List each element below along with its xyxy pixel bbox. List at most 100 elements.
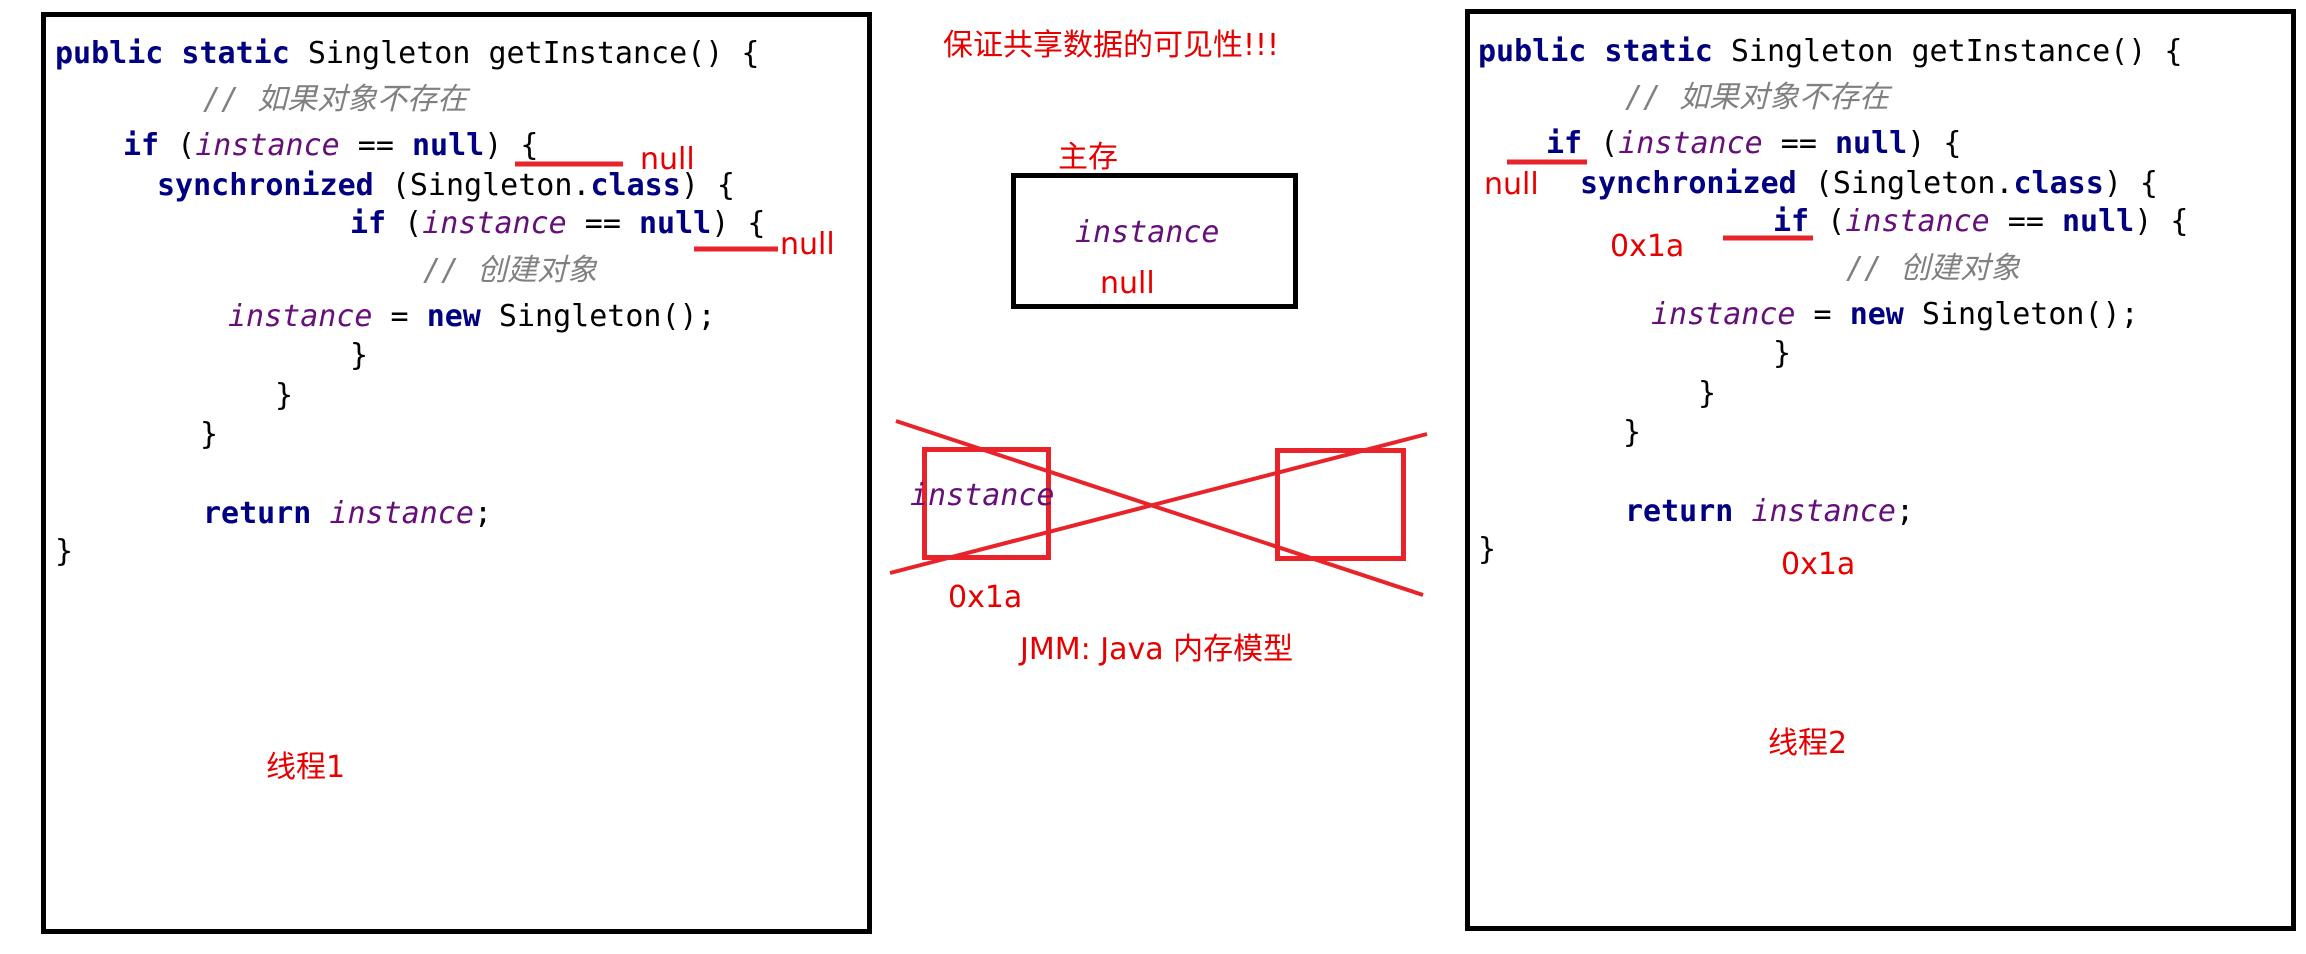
main-memory-var: instance xyxy=(1075,213,1220,253)
thread2-working-memory-box xyxy=(1275,448,1406,561)
code-text: } xyxy=(200,417,219,452)
keyword: new xyxy=(1849,297,1904,332)
code-text: ( xyxy=(386,206,423,241)
code-text: } xyxy=(55,534,74,569)
keyword: null xyxy=(2062,204,2135,239)
keyword: if xyxy=(123,128,160,163)
code-text: ) { xyxy=(484,128,539,163)
keyword: synchronized xyxy=(157,168,374,203)
thread2-line-signature: public static Singleton getInstance() { xyxy=(1478,32,2182,72)
visibility-heading: 保证共享数据的可见性!!! xyxy=(943,28,1280,63)
code-text: == xyxy=(1762,126,1835,161)
thread1-line-if-inner: if (instance == null) { xyxy=(350,204,765,244)
code-text: ( xyxy=(1809,204,1846,239)
variable: instance xyxy=(228,299,373,334)
variable: instance xyxy=(1618,126,1763,161)
thread1-comment-exists: // 如果对象不存在 xyxy=(203,80,467,120)
code-text: Singleton(); xyxy=(1903,297,2139,332)
thread2-comment-create: // 创建对象 xyxy=(1846,249,2020,289)
code-text: } xyxy=(275,378,294,413)
main-memory-label: 主存 xyxy=(1058,140,1118,175)
code-text: Singleton getInstance() { xyxy=(1712,34,2183,69)
variable: instance xyxy=(1733,494,1896,529)
code-text: = xyxy=(1795,297,1850,332)
thread1-brace-1: } xyxy=(350,336,368,376)
comment: // 如果对象不存在 xyxy=(1625,80,1890,115)
code-text: } xyxy=(350,338,369,373)
code-text: } xyxy=(1623,415,1642,450)
thread2-code-panel xyxy=(1465,9,2296,931)
code-text: (Singleton. xyxy=(373,168,591,203)
code-text: ; xyxy=(473,496,492,531)
thread2-annotation-outer: null xyxy=(1484,167,1539,202)
thread2-line-synchronized: synchronized (Singleton.class) { xyxy=(1580,164,2158,204)
thread2-line-assign: instance = new Singleton(); xyxy=(1651,295,2139,335)
code-text: Singleton getInstance() { xyxy=(289,36,760,71)
jmm-label: JMM: Java 内存模型 xyxy=(1020,632,1294,667)
keyword: null xyxy=(1835,126,1908,161)
thread2-line-return: return instance; xyxy=(1625,492,1914,532)
code-text: == xyxy=(339,128,412,163)
code-text: (Singleton. xyxy=(1796,166,2014,201)
keyword: return xyxy=(1625,494,1734,529)
comment: // 如果对象不存在 xyxy=(203,82,468,117)
thread1-brace-2: } xyxy=(275,376,293,416)
thread2-comment-exists: // 如果对象不存在 xyxy=(1625,78,1889,118)
keyword: public static xyxy=(55,36,290,71)
code-text: } xyxy=(1773,336,1792,371)
keyword: if xyxy=(1546,126,1583,161)
thread2-brace-1: } xyxy=(1773,334,1791,374)
thread1-annotation-outer: null xyxy=(640,142,695,177)
variable: instance xyxy=(1845,204,1990,239)
keyword: if xyxy=(350,206,387,241)
code-text: ) { xyxy=(711,206,766,241)
code-text: ) { xyxy=(1907,126,1962,161)
code-text: ) { xyxy=(2134,204,2189,239)
variable: instance xyxy=(195,128,340,163)
thread1-line-return: return instance; xyxy=(203,494,492,534)
thread1-brace-4: } xyxy=(55,532,73,572)
thread1-label: 线程1 xyxy=(266,750,346,785)
code-text: } xyxy=(1478,532,1497,567)
code-text: ) { xyxy=(680,168,735,203)
thread1-brace-3: } xyxy=(200,415,218,455)
thread2-brace-2: } xyxy=(1698,374,1716,414)
comment: // 创建对象 xyxy=(1846,251,2021,286)
code-text: = xyxy=(372,299,427,334)
variable: instance xyxy=(422,206,567,241)
keyword: null xyxy=(412,128,485,163)
thread1-cache-value: 0x1a xyxy=(948,580,1023,615)
keyword: synchronized xyxy=(1580,166,1797,201)
thread2-brace-4: } xyxy=(1478,530,1496,570)
code-text: ( xyxy=(1582,126,1619,161)
thread2-label: 线程2 xyxy=(1768,726,1848,761)
keyword: null xyxy=(639,206,712,241)
thread1-line-synchronized: synchronized (Singleton.class) { xyxy=(157,166,735,206)
thread2-brace-3: } xyxy=(1623,413,1641,453)
variable: instance xyxy=(311,496,474,531)
keyword: return xyxy=(203,496,312,531)
keyword: class xyxy=(2013,166,2104,201)
variable: instance xyxy=(910,478,1055,513)
keyword: if xyxy=(1773,204,1810,239)
code-text: ( xyxy=(159,128,196,163)
keyword: new xyxy=(426,299,481,334)
thread2-line-if-inner: if (instance == null) { xyxy=(1773,202,2188,242)
thread1-cache-var: instance xyxy=(910,476,1055,516)
thread2-annotation-return: 0x1a xyxy=(1781,547,1856,582)
thread1-line-signature: public static Singleton getInstance() { xyxy=(55,34,759,74)
code-text: == xyxy=(1989,204,2062,239)
thread1-line-assign: instance = new Singleton(); xyxy=(228,297,716,337)
code-text: == xyxy=(566,206,639,241)
thread2-line-if-outer: if (instance == null) { xyxy=(1546,124,1961,164)
thread2-annotation-inner: 0x1a xyxy=(1610,229,1685,264)
main-memory-box xyxy=(1011,173,1298,309)
thread1-line-if-outer: if (instance == null) { xyxy=(123,126,538,166)
code-text: ) { xyxy=(2103,166,2158,201)
main-memory-value: null xyxy=(1100,266,1155,301)
keyword: public static xyxy=(1478,34,1713,69)
thread1-comment-create: // 创建对象 xyxy=(423,251,597,291)
variable: instance xyxy=(1075,215,1220,250)
comment: // 创建对象 xyxy=(423,253,598,288)
